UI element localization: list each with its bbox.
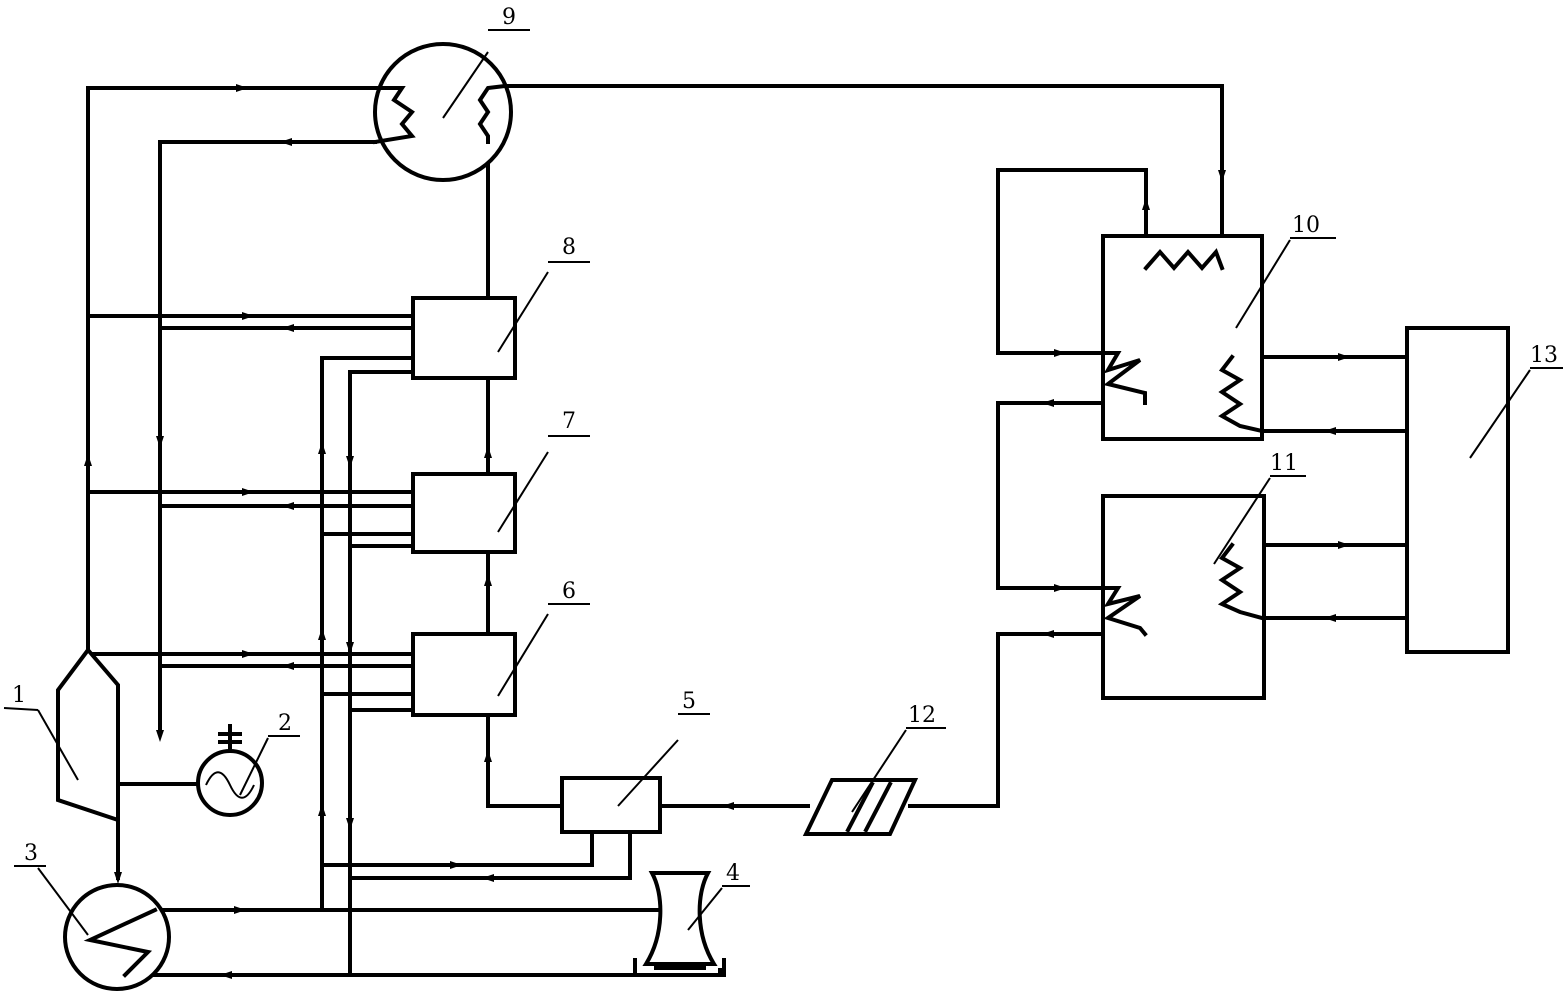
tank-11-box — [1101, 494, 1266, 700]
labels: 1 2 3 4 5 6 7 8 9 10 11 12 13 — [3, 5, 1563, 887]
tank-11-left-coil — [1098, 586, 1148, 637]
leader-line — [1235, 239, 1291, 329]
pipe-inner-column-b — [348, 370, 415, 977]
tank-10-top-coil — [1143, 248, 1225, 272]
label-6: 6 — [562, 579, 576, 604]
collector-stripe — [845, 781, 875, 833]
heater-8 — [411, 271, 549, 380]
leader-line — [37, 709, 79, 781]
leader-line — [851, 729, 907, 813]
label-11: 11 — [1270, 451, 1298, 476]
label-3: 3 — [24, 841, 38, 866]
label-10: 10 — [1292, 213, 1320, 238]
tank-11-right-coil — [1217, 542, 1265, 621]
component-13-box — [1405, 326, 1510, 654]
cooling-tower — [633, 871, 726, 977]
heat-exchanger-9 — [372, 42, 513, 182]
coil-right — [477, 83, 508, 144]
pipe-9-to-10 — [503, 84, 1224, 270]
label-13: 13 — [1530, 343, 1558, 368]
heater-6-box — [411, 632, 517, 717]
solar-collector — [802, 729, 919, 836]
leader-line — [37, 867, 89, 936]
leader-line — [1469, 369, 1531, 459]
tank-10-box — [1101, 234, 1264, 441]
component-5 — [560, 739, 679, 834]
pipe-inner-column-a — [320, 356, 415, 912]
pipe-5-to-6 — [486, 715, 564, 808]
tank-10 — [1098, 234, 1291, 441]
flow-arrows — [84, 84, 1350, 979]
leader-line — [617, 739, 679, 807]
component-13 — [1405, 326, 1531, 654]
pipe-return-column — [158, 140, 377, 734]
label-underline — [3, 707, 39, 711]
label-5: 5 — [682, 689, 696, 714]
coil-left — [372, 86, 416, 145]
turbine — [37, 646, 120, 823]
heater-7-box — [411, 472, 517, 554]
pipe-5-out-a — [320, 834, 594, 867]
pipe-11-to-solar — [908, 632, 1102, 808]
collector-stripe — [863, 781, 893, 833]
heat-exchanger-9-icon — [373, 42, 513, 182]
heater-8-box — [411, 296, 517, 380]
leader-line — [497, 271, 549, 353]
condenser — [37, 867, 171, 991]
tank-11 — [1098, 477, 1271, 700]
leader-line — [442, 51, 489, 119]
pipe-left-supply — [86, 86, 377, 687]
leader-line — [239, 737, 269, 796]
leader-line — [687, 887, 723, 931]
label-4: 4 — [726, 861, 740, 886]
label-8: 8 — [562, 235, 576, 260]
condenser-icon — [63, 883, 171, 991]
label-7: 7 — [562, 409, 576, 434]
label-2: 2 — [278, 711, 292, 736]
condenser-coil — [83, 907, 158, 978]
generator — [196, 724, 269, 817]
component-5-box — [560, 776, 662, 834]
heater-7 — [411, 451, 549, 554]
cooling-basin — [633, 958, 726, 977]
leader-line — [497, 451, 549, 533]
label-1: 1 — [12, 683, 26, 708]
cooling-tower-icon — [642, 871, 718, 966]
tank-10-right-coil — [1218, 354, 1265, 434]
pipe-5-out-b — [348, 834, 632, 880]
turbine-icon — [56, 646, 120, 823]
sine-wave — [205, 771, 255, 799]
heater-6 — [411, 613, 549, 717]
label-9: 9 — [502, 5, 516, 30]
tank-10-left-coil — [1098, 351, 1147, 405]
pipe-tower-to-condenser — [123, 968, 722, 977]
label-12: 12 — [908, 703, 936, 728]
leader-line — [1213, 477, 1271, 565]
leader-line — [497, 613, 549, 697]
